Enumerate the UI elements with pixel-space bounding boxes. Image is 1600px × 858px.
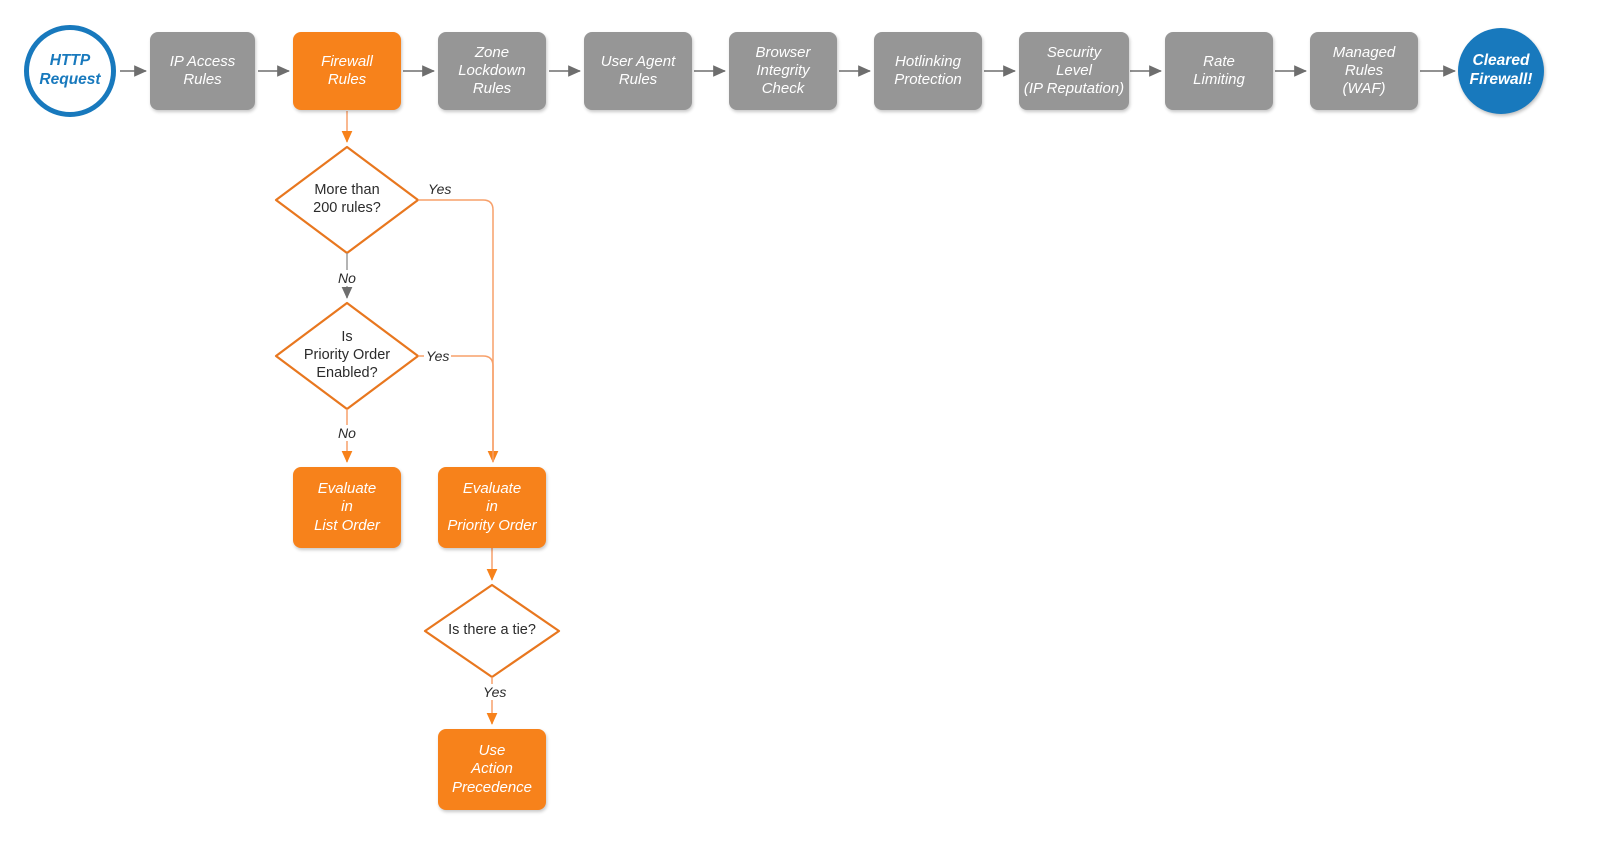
node-evaluate-in-priority-order[interactable]: Evaluate in Priority Order bbox=[438, 467, 546, 548]
node-label-managed-rules-waf: Managed Rules (WAF) bbox=[1332, 43, 1396, 98]
node-user-agent-rules[interactable]: User Agent Rules bbox=[584, 32, 692, 110]
node-managed-rules-waf[interactable]: Managed Rules (WAF) bbox=[1310, 32, 1418, 110]
node-ip-access-rules[interactable]: IP Access Rules bbox=[150, 32, 255, 110]
node-label-zone-lockdown-rules: Zone Lockdown Rules bbox=[458, 43, 526, 98]
node-label-use-action-precedence: Use Action Precedence bbox=[451, 742, 533, 796]
edge-yes-priority-to-priority-order-box bbox=[418, 355, 494, 462]
node-decision-is-priority-order-enabled[interactable]: Is Priority Order Enabled? bbox=[277, 316, 417, 396]
node-label-is-priority-order-enabled: Is Priority Order Enabled? bbox=[303, 329, 391, 381]
node-label-hotlinking-protection: Hotlinking Protection bbox=[894, 52, 962, 88]
node-label-is-there-a-tie: Is there a tie? bbox=[448, 622, 536, 639]
node-label-user-agent-rules: User Agent Rules bbox=[600, 52, 676, 88]
edge-label-no-priority: No bbox=[336, 425, 358, 441]
node-decision-is-there-a-tie[interactable]: Is there a tie? bbox=[426, 608, 558, 654]
edge-label-yes-tie: Yes bbox=[481, 684, 509, 700]
node-hotlinking-protection[interactable]: Hotlinking Protection bbox=[874, 32, 982, 110]
node-http-request[interactable]: HTTP Request bbox=[24, 25, 116, 117]
node-firewall-rules[interactable]: Firewall Rules bbox=[293, 32, 401, 110]
node-evaluate-in-list-order[interactable]: Evaluate in List Order bbox=[293, 467, 401, 548]
node-security-level[interactable]: Security Level (IP Reputation) bbox=[1019, 32, 1129, 110]
node-decision-more-than-200-rules[interactable]: More than 200 rules? bbox=[277, 160, 417, 240]
node-label-evaluate-in-priority-order: Evaluate in Priority Order bbox=[447, 480, 537, 534]
node-use-action-precedence[interactable]: Use Action Precedence bbox=[438, 729, 546, 810]
node-label-cleared-firewall: Cleared Firewall! bbox=[1469, 52, 1533, 88]
node-label-browser-integrity-check: Browser Integrity Check bbox=[755, 43, 811, 98]
edge-label-yes-200: Yes bbox=[426, 181, 454, 197]
node-label-security-level: Security Level (IP Reputation) bbox=[1023, 43, 1125, 98]
node-cleared-firewall[interactable]: Cleared Firewall! bbox=[1458, 28, 1544, 114]
node-label-evaluate-in-list-order: Evaluate in List Order bbox=[314, 480, 380, 534]
node-label-rate-limiting: Rate Limiting bbox=[1193, 52, 1245, 88]
node-browser-integrity-check[interactable]: Browser Integrity Check bbox=[729, 32, 837, 110]
edge-label-no-200: No bbox=[336, 270, 358, 286]
edge-label-yes-priority: Yes bbox=[424, 348, 452, 364]
node-label-ip-access-rules: IP Access Rules bbox=[169, 52, 236, 88]
node-label-more-than-200-rules: More than 200 rules? bbox=[313, 182, 381, 216]
edge-yes-200-to-priority-order-box bbox=[418, 199, 499, 463]
node-label-firewall-rules: Firewall Rules bbox=[321, 52, 373, 88]
node-zone-lockdown-rules[interactable]: Zone Lockdown Rules bbox=[438, 32, 546, 110]
node-label-http-request: HTTP Request bbox=[39, 52, 101, 88]
node-rate-limiting[interactable]: Rate Limiting bbox=[1165, 32, 1273, 110]
